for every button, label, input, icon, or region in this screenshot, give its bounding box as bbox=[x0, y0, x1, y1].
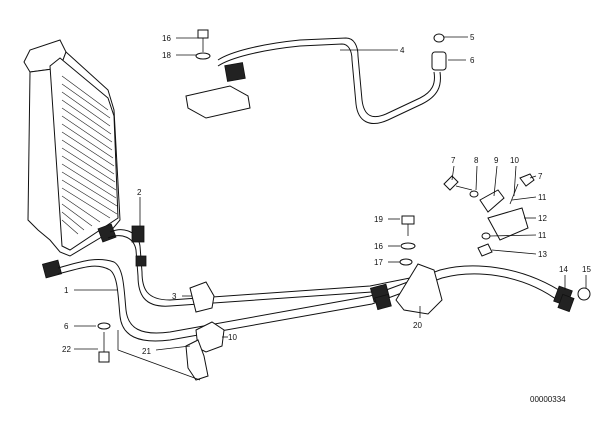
callout-1: 1 bbox=[64, 286, 69, 295]
callout-21: 21 bbox=[142, 347, 151, 356]
callout-9: 9 bbox=[494, 156, 499, 165]
callout-20: 20 bbox=[413, 321, 422, 330]
callout-6: 6 bbox=[470, 56, 475, 65]
pipe-clamp bbox=[189, 281, 215, 313]
callout-16-top: 16 bbox=[162, 34, 171, 43]
callout-12: 12 bbox=[538, 214, 547, 223]
top-bolt-group bbox=[195, 29, 211, 60]
callout-3: 3 bbox=[172, 292, 177, 301]
oil-cooler-lines bbox=[57, 225, 591, 342]
upper-pipe-assembly bbox=[185, 33, 447, 124]
callout-17: 17 bbox=[374, 258, 383, 267]
callout-7-right: 7 bbox=[538, 172, 543, 181]
callout-11-upper: 11 bbox=[538, 193, 547, 202]
callout-10-bottom: 10 bbox=[228, 333, 237, 342]
radiator-fins bbox=[61, 75, 118, 235]
callout-14: 14 bbox=[559, 265, 568, 274]
callout-18: 18 bbox=[162, 51, 171, 60]
oil-cooler-radiator bbox=[23, 39, 121, 279]
callout-2: 2 bbox=[137, 188, 142, 197]
callout-16-middle: 16 bbox=[374, 242, 383, 251]
bottom-bolt-group bbox=[97, 322, 201, 381]
callout-15: 15 bbox=[582, 265, 591, 274]
callout-10-top: 10 bbox=[510, 156, 519, 165]
callout-11-lower: 11 bbox=[538, 231, 547, 240]
callout-6-bottom: 6 bbox=[64, 322, 69, 331]
callout-13: 13 bbox=[538, 250, 547, 259]
callout-19: 19 bbox=[374, 215, 383, 224]
callout-22: 22 bbox=[62, 345, 71, 354]
center-bracket-group bbox=[395, 215, 443, 315]
callout-labels: 1 2 3 4 5 6 7 7 8 9 10 10 11 11 12 13 14… bbox=[62, 33, 591, 404]
leader-lines bbox=[74, 36, 587, 351]
drawing-code: 00000334 bbox=[530, 395, 566, 404]
callout-7-left: 7 bbox=[451, 156, 456, 165]
lower-clamp bbox=[185, 321, 225, 381]
callout-8: 8 bbox=[474, 156, 479, 165]
callout-5: 5 bbox=[470, 33, 475, 42]
callout-4: 4 bbox=[400, 46, 405, 55]
right-hardware-cluster bbox=[443, 173, 535, 257]
